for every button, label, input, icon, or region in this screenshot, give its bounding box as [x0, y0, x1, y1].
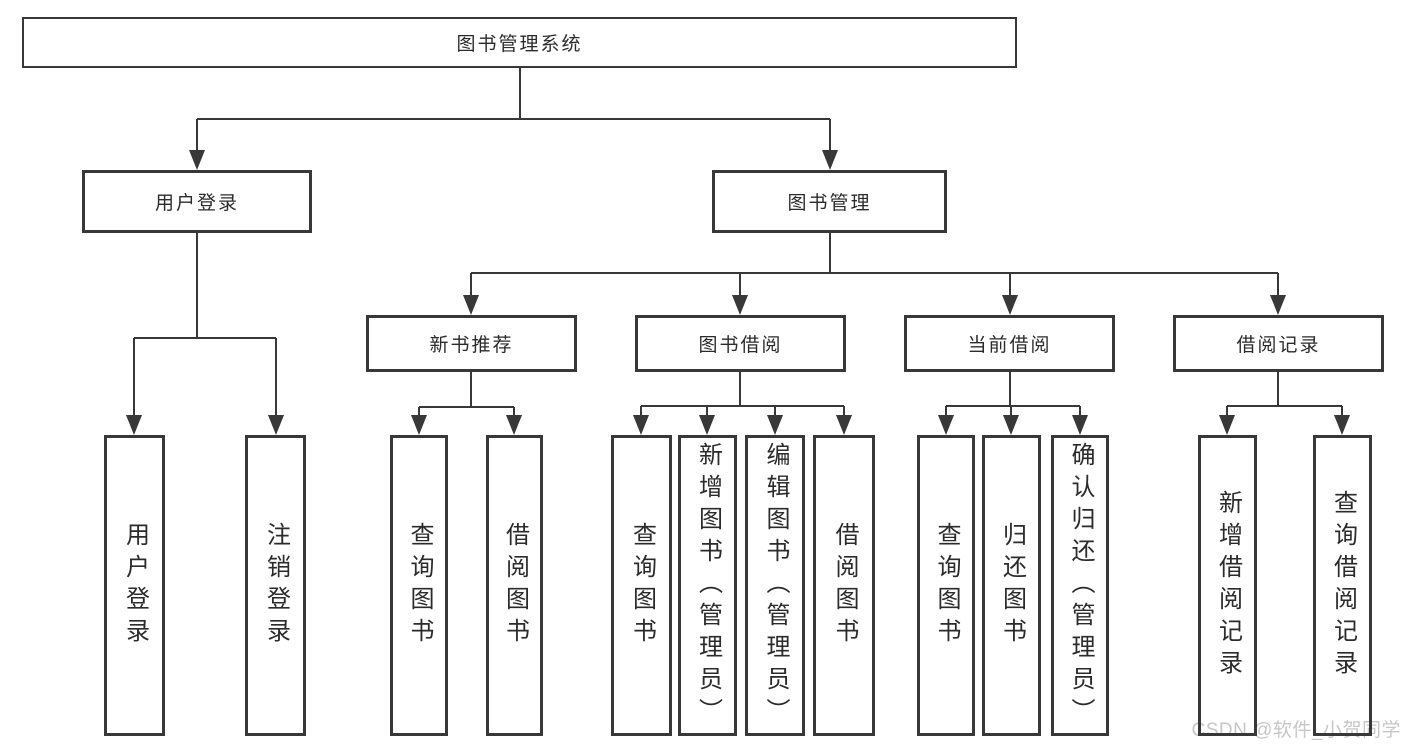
node-book-borrow: 图书借阅 [635, 315, 846, 372]
arrowhead-icon [699, 415, 715, 435]
arrowhead-icon [126, 415, 142, 435]
arrowhead-icon [767, 415, 783, 435]
leaf-return-books: 归还图书 [982, 435, 1041, 736]
connector-root-to-level2 [196, 68, 831, 152]
arrowhead-icon [633, 415, 649, 435]
leaf-query-books-2: 查询图书 [611, 435, 672, 736]
node-new-book-recommend: 新书推荐 [366, 315, 577, 372]
leaf-add-books-admin: 新增图书（管理员） [678, 435, 737, 736]
arrowhead-icon [1270, 295, 1286, 315]
arrowhead-icon [189, 150, 205, 170]
arrowhead-icon [268, 415, 284, 435]
arrowhead-icon [1219, 415, 1235, 435]
leaf-edit-books-admin: 编辑图书（管理员） [745, 435, 805, 736]
leaf-query-borrow-record: 查询借阅记录 [1313, 435, 1372, 736]
connector-currentborrow-to-leaves [945, 372, 1081, 417]
arrowhead-icon [836, 415, 852, 435]
arrowhead-icon [506, 415, 522, 435]
arrowhead-icon [1003, 415, 1019, 435]
node-user-login: 用户登录 [82, 170, 312, 233]
connector-segments [133, 68, 1343, 417]
watermark: CSDN @软件_小贺同学 [1191, 720, 1401, 741]
leaf-logout: 注销登录 [245, 435, 306, 736]
leaf-query-books-3: 查询图书 [917, 435, 975, 736]
arrowhead-icon [822, 150, 838, 170]
connector-userlogin-to-leaves [133, 233, 277, 416]
connector-bookmgmt-to-level3 [470, 233, 1279, 297]
connector-newbooks-to-leaves [418, 372, 515, 417]
connector-records-to-leaves [1226, 372, 1343, 417]
arrowhead-icon [732, 295, 748, 315]
leaf-borrow-books-2: 借阅图书 [813, 435, 875, 736]
leaf-confirm-return-admin: 确认归还（管理员） [1051, 435, 1109, 736]
arrowheads [126, 150, 1350, 435]
leaf-query-books-1: 查询图书 [390, 435, 448, 736]
node-current-borrow: 当前借阅 [904, 315, 1115, 372]
leaf-user-login: 用户登录 [104, 435, 165, 736]
connector-bookborrow-to-leaves [640, 372, 845, 417]
arrowhead-icon [1334, 415, 1350, 435]
node-book-management: 图书管理 [712, 170, 947, 233]
node-borrow-records: 借阅记录 [1173, 315, 1384, 372]
leaf-borrow-books-1: 借阅图书 [486, 435, 543, 736]
node-root: 图书管理系统 [22, 17, 1017, 68]
arrowhead-icon [463, 295, 479, 315]
leaf-add-borrow-record: 新增借阅记录 [1198, 435, 1257, 736]
arrowhead-icon [411, 415, 427, 435]
arrowhead-icon [1002, 295, 1018, 315]
arrowhead-icon [1072, 415, 1088, 435]
arrowhead-icon [938, 415, 954, 435]
